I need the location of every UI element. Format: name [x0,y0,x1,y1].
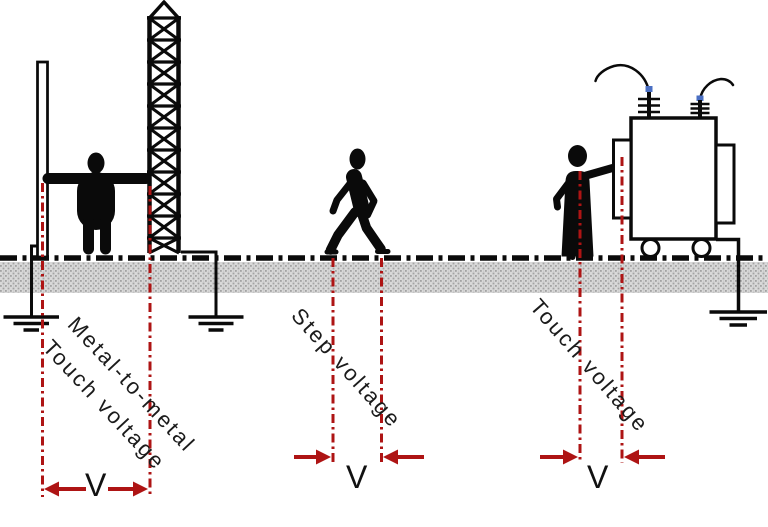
transformer [594,63,741,311]
dimension-arrows-middle [294,449,424,465]
voltage-symbol-right: V [587,459,609,495]
tower-crossbars [147,16,181,240]
voltage-symbol-left: V [85,467,107,503]
tower-x-bracing [148,16,180,255]
person-torso [346,169,370,218]
person-head [568,145,587,167]
left-bushing-wire [594,63,651,93]
right-bushing-sheds [690,102,710,115]
arrow-head-left-icon [383,449,398,465]
voltage-reference-lines [41,157,624,497]
left-wheel [640,238,661,258]
person-metal-to-metal [42,152,152,255]
right-wheel [691,238,712,258]
person-head [349,148,366,170]
dimension-arrows-right [540,449,665,465]
earth-symbol-transformer [709,310,767,327]
arrow-head-right-icon [133,481,148,497]
voltage-symbol-middle: V [346,459,368,495]
pole-ground-conductor [30,244,38,316]
arrow-head-right-icon [316,449,331,465]
person-walking [324,148,391,255]
right-bushing-wire [698,77,735,101]
transformer-tank [629,116,718,241]
left-bushing-sheds [638,97,660,114]
arrow-head-left-icon [624,449,639,465]
tower-ground-conductor [181,250,218,316]
person-front-leg [325,207,360,255]
left-bushing-cap [645,86,653,92]
transformer-ground-conductor [716,237,741,311]
dimension-arrows-left [44,481,148,497]
arrow-head-left-icon [44,481,59,497]
earth-band [0,255,768,293]
soil-texture [0,262,768,293]
right-radiator-fin [714,143,736,225]
earth-symbol-left [3,315,59,332]
person-touching-transformer [553,145,617,260]
earth-symbol-tower [188,315,244,332]
right-bushing-cap [696,95,704,101]
person-body [561,171,594,257]
person-head [87,152,105,174]
person-back-arm [329,177,356,215]
person-back-leg [356,208,386,254]
tower-apex [147,0,181,20]
person-front-arm [359,179,378,219]
arrow-head-right-icon [563,449,578,465]
